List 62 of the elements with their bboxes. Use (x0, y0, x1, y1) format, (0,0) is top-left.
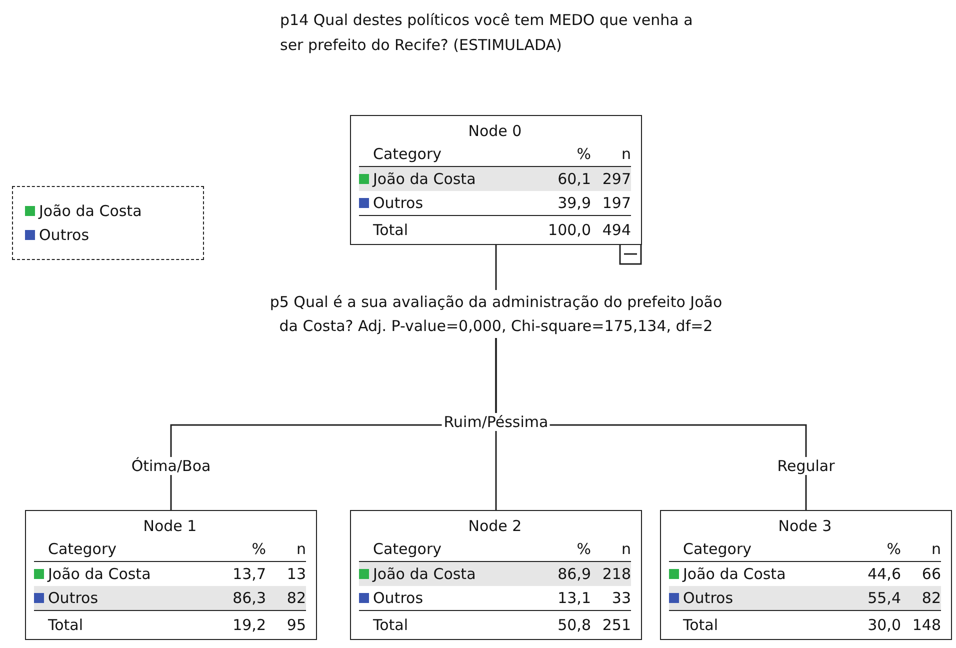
percent-value: 55,4 (866, 589, 901, 607)
column-header: % (576, 540, 591, 558)
count-value: 218 (601, 565, 631, 583)
category-label: Outros (48, 589, 100, 607)
legend-label: Outros (39, 225, 90, 246)
column-header: Category (47, 540, 118, 558)
column-header: n (620, 145, 631, 163)
percent-value: 39,9 (556, 194, 591, 212)
tree-node-box (25, 510, 317, 640)
node-title: Node 0 (467, 121, 523, 142)
percent-value: 44,6 (866, 565, 901, 583)
count-value: 494 (601, 221, 631, 239)
category-label: João da Costa (373, 170, 477, 188)
count-value: 197 (601, 194, 631, 212)
column-header: % (576, 145, 591, 163)
category-label: João da Costa (683, 565, 787, 583)
category-label: Outros (373, 589, 424, 607)
total-label: Total (47, 616, 84, 634)
count-value: 13 (286, 565, 306, 583)
count-value: 82 (920, 589, 941, 607)
total-label: Total (372, 616, 410, 634)
category-label: Outros (373, 194, 424, 212)
count-value: 251 (601, 616, 631, 634)
percent-value: 100,0 (547, 221, 591, 239)
percent-value: 50,8 (556, 616, 591, 634)
edge-label: Ruim/Péssima (442, 413, 550, 431)
node-title: Node 1 (142, 516, 198, 537)
category-label: João da Costa (48, 565, 152, 583)
column-header: n (620, 540, 631, 558)
percent-value: 13,7 (232, 565, 266, 583)
percent-value: 60,1 (556, 170, 591, 188)
percent-value: 19,2 (232, 616, 266, 634)
tree-node-box (350, 510, 642, 640)
category-label: João da Costa (373, 565, 477, 583)
column-header: Category (372, 145, 443, 163)
count-value: 148 (911, 616, 941, 634)
column-header: Category (682, 540, 753, 558)
column-header: % (250, 540, 266, 558)
chart-title: p14 Qual destes políticos você tem MEDO que venha a ser prefeito do Recife? (ESTIMULADA) (280, 10, 694, 56)
total-label: Total (682, 616, 720, 634)
count-value: 95 (286, 616, 306, 634)
column-header: Category (372, 540, 443, 558)
tree-node-box (350, 115, 642, 245)
column-header: n (295, 540, 306, 558)
node-title: Node 3 (777, 516, 833, 537)
column-header: % (886, 540, 901, 558)
percent-value: 13,1 (556, 589, 591, 607)
column-header: n (930, 540, 941, 558)
count-value: 82 (286, 589, 306, 607)
split-description: p5 Qual é a sua avaliação da administração do prefeito João da Costa? Adj. P-value=0,000, Chi-square=175,134, df=2 (266, 290, 726, 338)
count-value: 66 (920, 565, 941, 583)
percent-value: 86,9 (556, 565, 591, 583)
percent-value: 86,3 (232, 589, 266, 607)
count-value: 33 (610, 589, 631, 607)
total-label: Total (372, 221, 410, 239)
percent-value: 30,0 (866, 616, 901, 634)
legend-label: João da Costa (39, 201, 142, 222)
tree-node-box (660, 510, 952, 640)
tree-connector (495, 245, 497, 290)
category-label: Outros (683, 589, 734, 607)
node-title: Node 2 (467, 516, 523, 537)
count-value: 297 (601, 170, 631, 188)
